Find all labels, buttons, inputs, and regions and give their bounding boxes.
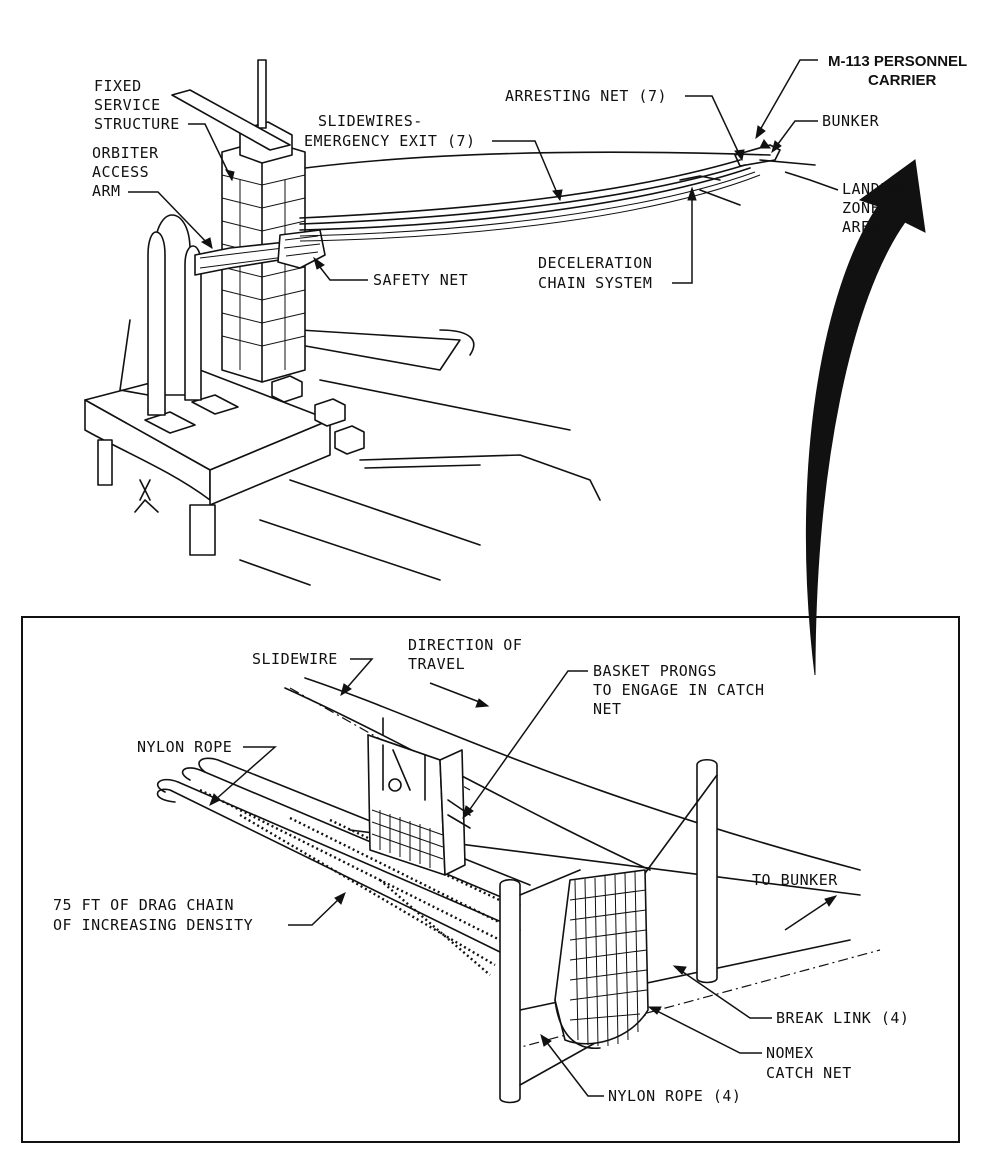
launch-pad-illustration bbox=[84, 59, 926, 676]
slidewires bbox=[299, 151, 771, 242]
label-bunker: BUNKER bbox=[822, 112, 880, 130]
lightning-mast bbox=[257, 59, 267, 129]
leader-landing bbox=[784, 171, 839, 191]
ground-line-3 bbox=[364, 464, 481, 469]
label-fixed-3: STRUCTURE bbox=[94, 115, 180, 133]
label-basket-3: NET bbox=[593, 700, 622, 718]
hammerhead-crane bbox=[171, 89, 291, 151]
platform-pedestal bbox=[189, 504, 216, 556]
nylon-rope-2 bbox=[156, 788, 501, 953]
label-basket-2: TO ENGAGE IN CATCH bbox=[593, 681, 765, 699]
ground-line-5 bbox=[289, 479, 481, 546]
label-orbiter-1: ORBITER bbox=[92, 144, 159, 162]
post-front-left bbox=[499, 878, 521, 1104]
leader-basket bbox=[467, 670, 588, 813]
srb-left bbox=[147, 231, 166, 416]
exhaust-hole-right bbox=[191, 394, 239, 415]
ground-line-6 bbox=[239, 559, 311, 586]
landing-zone-lines bbox=[679, 175, 741, 206]
ramp-curve bbox=[439, 329, 475, 356]
label-drag-chain-1: 75 FT OF DRAG CHAIN bbox=[53, 896, 234, 914]
label-decel-2: CHAIN SYSTEM bbox=[538, 274, 652, 292]
label-nomex-1: NOMEX bbox=[766, 1044, 814, 1062]
nylon-rope-4 bbox=[198, 757, 531, 886]
label-direction-2: TRAVEL bbox=[408, 655, 465, 673]
platform-post bbox=[97, 439, 113, 486]
ground-line-4 bbox=[259, 519, 441, 581]
leader-fixed bbox=[188, 123, 233, 181]
ground-line-2 bbox=[359, 454, 601, 501]
leader-drag-chain bbox=[288, 897, 341, 926]
safety-net-mesh bbox=[283, 235, 321, 257]
leader-nylon-rope-4 bbox=[544, 1039, 604, 1097]
label-landing-3: AREA bbox=[842, 218, 880, 236]
escape-basket bbox=[367, 717, 471, 876]
ground-line-1 bbox=[319, 379, 571, 431]
label-arresting-net: ARRESTING NET (7) bbox=[505, 87, 667, 105]
label-nylon-rope-4: NYLON ROPE (4) bbox=[608, 1087, 741, 1105]
label-fixed-2: SERVICE bbox=[94, 96, 161, 114]
label-nomex-2: CATCH NET bbox=[766, 1064, 852, 1082]
leader-orbiter bbox=[128, 191, 213, 249]
base-box-3 bbox=[334, 425, 365, 455]
leader-arresting bbox=[685, 95, 743, 161]
bunker-ground bbox=[759, 159, 816, 166]
drag-chain-3 bbox=[289, 816, 506, 927]
slidewire-main bbox=[304, 677, 861, 871]
label-decel-1: DECELERATION bbox=[538, 254, 652, 272]
upper-labels: FIXED SERVICE STRUCTURE ORBITER ACCESS A… bbox=[92, 53, 967, 292]
drag-chain-5 bbox=[379, 879, 491, 976]
label-safety-net: SAFETY NET bbox=[373, 271, 468, 289]
carrier-mark bbox=[759, 139, 771, 149]
leader-safety bbox=[315, 261, 368, 281]
leader-break-link bbox=[679, 969, 772, 1019]
callout-arrow bbox=[805, 159, 926, 676]
platform-side-right bbox=[209, 419, 331, 506]
leader-slidewire bbox=[344, 658, 374, 691]
drag-chain-4 bbox=[329, 818, 511, 907]
detail-illustration bbox=[156, 677, 881, 1104]
label-m113-2: CARRIER bbox=[868, 72, 937, 89]
detail-labels: SLIDEWIRE DIRECTION OF TRAVEL BASKET PRO… bbox=[53, 636, 909, 1105]
post-stay bbox=[639, 774, 718, 881]
label-fixed-1: FIXED bbox=[94, 77, 142, 95]
leader-slidewires bbox=[492, 140, 561, 201]
post-back-right bbox=[696, 758, 718, 984]
to-bunker-arrow bbox=[784, 899, 831, 931]
detail-frame bbox=[21, 616, 960, 1143]
label-drag-chain-2: OF INCREASING DENSITY bbox=[53, 916, 253, 934]
base-box-2 bbox=[314, 398, 346, 427]
leader-nylon-rope bbox=[214, 746, 277, 801]
net-top-left bbox=[519, 869, 581, 896]
leader-bunker bbox=[774, 120, 818, 149]
leader-decel bbox=[672, 195, 693, 284]
nylon-rope-3 bbox=[181, 767, 521, 906]
label-landing-2: ZONE bbox=[842, 199, 880, 217]
label-break-link: BREAK LINK (4) bbox=[776, 1009, 909, 1027]
support-stand bbox=[134, 479, 159, 513]
leader-nomex bbox=[654, 1009, 762, 1054]
direction-arrow bbox=[429, 682, 483, 704]
label-direction-1: DIRECTION OF bbox=[408, 636, 522, 654]
label-to-bunker: TO BUNKER bbox=[752, 871, 838, 889]
label-m113-1: M-113 PERSONNEL bbox=[828, 53, 967, 70]
leader-m113 bbox=[759, 59, 818, 131]
label-nylon-rope: NYLON ROPE bbox=[137, 738, 232, 756]
label-orbiter-3: ARM bbox=[92, 182, 121, 200]
label-slidewire: SLIDEWIRE bbox=[252, 650, 338, 668]
drag-chain-2 bbox=[239, 813, 496, 967]
base-box-1 bbox=[271, 375, 303, 403]
ramp-left bbox=[299, 329, 461, 371]
drag-chain-1 bbox=[199, 788, 501, 942]
label-orbiter-2: ACCESS bbox=[92, 163, 149, 181]
nomex-catch-net bbox=[554, 869, 649, 1050]
label-landing-1: LANDING bbox=[842, 180, 909, 198]
label-basket-1: BASKET PRONGS bbox=[593, 662, 717, 680]
label-slidewires-1: SLIDEWIRES- bbox=[318, 112, 423, 130]
orbiter-wing bbox=[119, 319, 149, 396]
label-slidewires-2: EMERGENCY EXIT (7) bbox=[304, 132, 476, 150]
